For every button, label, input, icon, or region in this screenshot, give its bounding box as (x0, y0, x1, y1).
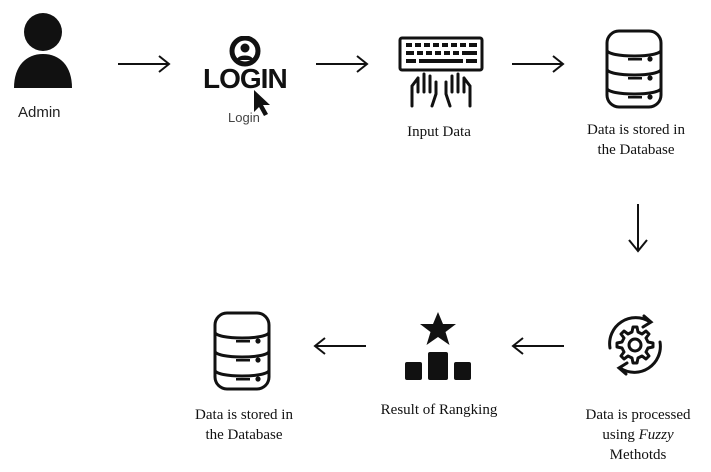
input-data-label: Input Data (407, 124, 471, 140)
podium-star-icon (402, 310, 474, 382)
login-label: Login (228, 110, 260, 125)
result-label: Result of Rangking (380, 402, 498, 418)
arrow-right-2 (316, 55, 369, 73)
db1-label-line1: Data is stored in (587, 122, 685, 138)
process-label-line1: Data is processed (585, 407, 691, 423)
login-logo-text: LOGIN (203, 63, 288, 94)
db2-label-line2: the Database (205, 427, 283, 443)
arrow-down (628, 204, 648, 253)
db1-label: Data is stored in the Database (566, 120, 706, 160)
gear-cycle-icon (600, 310, 670, 380)
process-label-italic: Fuzzy (638, 427, 674, 443)
arrow-left-2 (313, 337, 366, 355)
login-icon (200, 36, 290, 116)
db2-label: Data is stored in the Database (174, 405, 314, 445)
database-icon (212, 310, 272, 392)
arrow-right-3 (512, 55, 565, 73)
arrow-left-1 (511, 337, 564, 355)
keyboard-typing-icon (398, 34, 484, 108)
db2-label-line1: Data is stored in (195, 407, 293, 423)
db1-label-line2: the Database (597, 142, 675, 158)
database-icon (604, 28, 664, 110)
person-icon (12, 8, 74, 88)
process-label: Data is processed using Fuzzy Methotds (568, 405, 708, 465)
admin-label: Admin (18, 104, 61, 121)
process-label-line3: Methotds (609, 447, 667, 463)
process-label-prefix: using (602, 427, 639, 443)
process-label-line2: using Fuzzy (568, 425, 708, 445)
arrow-right-1 (118, 55, 171, 73)
